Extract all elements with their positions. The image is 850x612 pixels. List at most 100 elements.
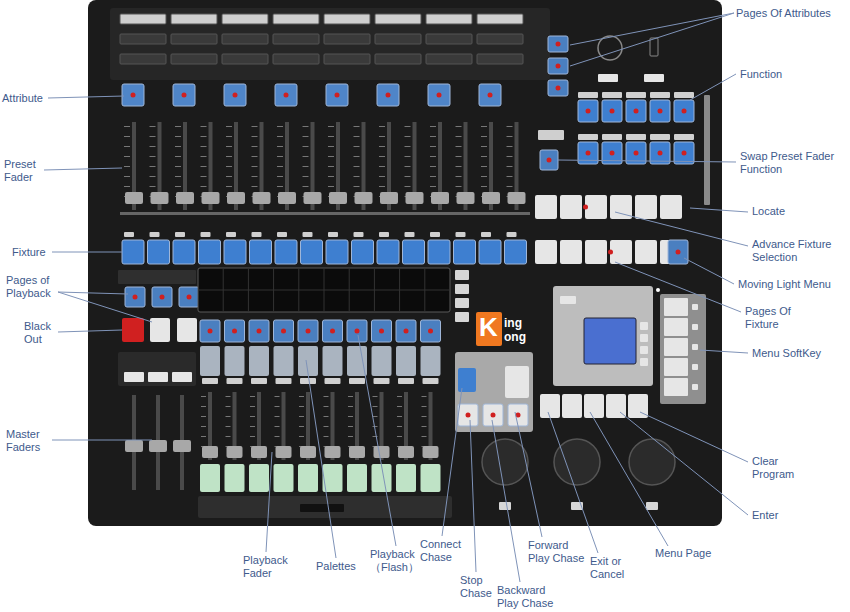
fader-tick xyxy=(481,176,487,177)
lcd-display xyxy=(198,268,450,312)
encoder-wheel xyxy=(482,439,528,485)
locate-row-button xyxy=(585,195,607,219)
fader-cap xyxy=(253,192,271,204)
red-led xyxy=(208,329,213,334)
softkey-button xyxy=(664,378,688,396)
fader-tick xyxy=(324,426,329,427)
leader-line xyxy=(690,74,736,100)
leader-line xyxy=(700,350,748,353)
leader-line xyxy=(615,212,748,246)
fader-tick xyxy=(422,426,427,427)
fader-tick xyxy=(456,176,462,177)
leader-line xyxy=(684,258,734,284)
fader-tick xyxy=(430,136,436,137)
fader-cap xyxy=(355,192,373,204)
flash-button xyxy=(372,346,392,376)
callout-label: Playback Fader xyxy=(243,554,295,579)
fader-tick xyxy=(348,406,353,407)
attribute-page-button xyxy=(548,80,568,96)
tiny-button xyxy=(640,358,648,366)
attribute-button xyxy=(326,84,348,106)
white-button xyxy=(177,318,197,342)
fader-cap xyxy=(457,192,475,204)
fader-tick xyxy=(150,126,156,127)
leader-line xyxy=(470,420,476,572)
flash-button xyxy=(200,346,220,376)
attribute-lcd-cell xyxy=(375,54,421,64)
playback-tag xyxy=(202,378,218,384)
fader-tick xyxy=(379,186,385,187)
fader-tick xyxy=(303,136,309,137)
red-led xyxy=(355,329,360,334)
callout-label: Exit or Cancel xyxy=(590,555,642,580)
red-led xyxy=(610,109,615,114)
callout-label: Pages Of Fixture xyxy=(745,305,805,330)
fixture-number-tag xyxy=(150,232,160,237)
playback-cap xyxy=(398,446,414,458)
function-tag xyxy=(602,92,622,98)
callout-label: Pages Of Attributes xyxy=(736,7,846,20)
callout-label: Function xyxy=(740,68,800,81)
encoder-wheel xyxy=(629,439,675,485)
fader-tick xyxy=(175,146,181,147)
fixture-button xyxy=(326,240,348,264)
fader-tick xyxy=(422,406,427,407)
fader-bar xyxy=(120,212,530,215)
function-button xyxy=(674,100,694,122)
page-number-strip xyxy=(118,270,196,284)
switch xyxy=(650,38,658,56)
red-led xyxy=(634,109,639,114)
attribute-lcd-cell xyxy=(375,34,421,44)
encoder-wheel xyxy=(554,439,600,485)
leader-line xyxy=(570,13,734,45)
fader-tick xyxy=(405,176,411,177)
fader-tick xyxy=(150,166,156,167)
attribute-lcd-cell xyxy=(477,34,523,44)
playback-cap xyxy=(423,446,439,458)
fader-tick xyxy=(252,126,258,127)
softkey-button xyxy=(664,358,688,376)
fader-tick xyxy=(348,426,353,427)
fader-tick xyxy=(250,416,255,417)
red-led xyxy=(682,109,687,114)
fader-tick xyxy=(277,166,283,167)
callout-label: Fixture xyxy=(12,246,54,259)
fader-tick xyxy=(328,176,334,177)
playback-page-button xyxy=(125,287,145,307)
fader-tick xyxy=(124,176,130,177)
fader-tick xyxy=(373,406,378,407)
flash-button xyxy=(225,346,245,376)
fader-cap xyxy=(508,192,526,204)
flash-button xyxy=(396,346,416,376)
fader-tick xyxy=(201,416,206,417)
callout-label: Menu Page xyxy=(655,547,725,560)
playback-button xyxy=(421,320,441,342)
fader-tick xyxy=(175,136,181,137)
fader-cap xyxy=(329,192,347,204)
fader-tick xyxy=(328,186,334,187)
fader-tick xyxy=(456,166,462,167)
fader-tick xyxy=(175,186,181,187)
callout-label: Enter xyxy=(752,509,802,522)
fader-tick xyxy=(328,126,334,127)
function-tag xyxy=(650,92,670,98)
callout-label: Connect Chase xyxy=(420,538,466,563)
red-led xyxy=(556,64,561,69)
fader-tick xyxy=(405,126,411,127)
function-tag xyxy=(602,134,622,140)
red-led xyxy=(281,329,286,334)
red-led xyxy=(404,329,409,334)
fixture-button xyxy=(199,240,221,264)
fader-tick xyxy=(456,186,462,187)
attribute-lcd-cell xyxy=(324,54,370,64)
fader-tick xyxy=(430,126,436,127)
fader-cap xyxy=(406,192,424,204)
red-led xyxy=(586,109,591,114)
red-led xyxy=(634,151,639,156)
fader-tick xyxy=(124,186,130,187)
fader-tick xyxy=(201,136,207,137)
softkey-arrow xyxy=(692,364,698,370)
menu-button xyxy=(540,394,560,418)
flash-button xyxy=(274,346,294,376)
master-button xyxy=(124,372,144,382)
